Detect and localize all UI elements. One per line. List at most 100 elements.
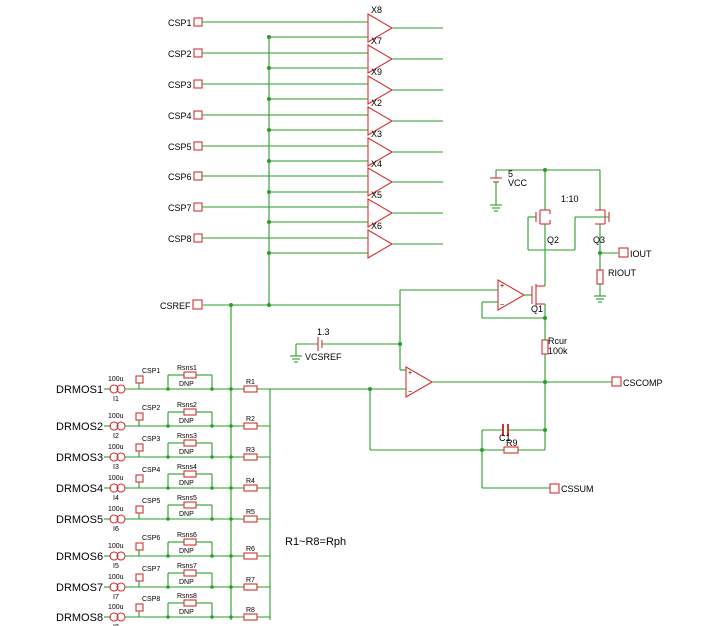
- vcc-supply: 5 VCC: [490, 169, 545, 212]
- feedback-network: C1 R9 CSSUM: [480, 424, 594, 494]
- dnp-label-8: DNP: [179, 609, 194, 616]
- csref-pin: [192, 299, 203, 310]
- csp-tap-label-2: CSP2: [142, 405, 160, 412]
- phase-resistor-label-1: R1: [246, 379, 255, 386]
- csp-input-label-1: CSP1: [168, 18, 192, 28]
- mirror-ratio: 1:10: [561, 194, 579, 204]
- source-label-7: I7: [113, 594, 119, 601]
- sense-resistor-label-7: Rsns7: [177, 563, 197, 570]
- source-label-2: I2: [113, 433, 119, 440]
- source-label-4: I4: [113, 495, 119, 502]
- cssum-pin: [549, 483, 560, 494]
- sense-resistor-1: [183, 371, 197, 379]
- csp-tap-pin-6: [135, 542, 144, 551]
- comparator-symbol-5: [367, 137, 394, 167]
- source-label-5: I6: [113, 526, 119, 533]
- drmos-label-7: DRMOS7: [56, 582, 103, 594]
- comparator-label-6: X4: [371, 159, 382, 169]
- source-value-6: 100u: [108, 543, 124, 550]
- comparator-label-8: X6: [371, 221, 382, 231]
- sense-resistor-label-2: Rsns2: [177, 402, 197, 409]
- phase-resistor-6: [243, 552, 258, 560]
- current-source-1: [109, 384, 119, 394]
- comparator-symbol-4: [367, 106, 394, 136]
- csp-input-pin-3: [193, 79, 203, 89]
- source-value-2: 100u: [108, 413, 124, 420]
- cscomp-amplifier: + − CSCOMP: [270, 366, 663, 451]
- riout-resistor: [596, 269, 604, 285]
- comparator-label-4: X2: [371, 98, 382, 108]
- csp-input-pin-8: [193, 233, 203, 243]
- sense-resistor-2: [183, 408, 197, 416]
- sense-resistor-8: [183, 599, 197, 607]
- sense-resistor-7: [183, 569, 197, 577]
- comparator-label-5: X3: [371, 129, 382, 139]
- phase-resistor-label-2: R2: [246, 416, 255, 423]
- csp-input-pin-2: [193, 48, 203, 58]
- drmos-label-4: DRMOS4: [56, 483, 103, 495]
- vcc-label: VCC: [508, 178, 528, 188]
- phase-resistor-label-3: R3: [246, 447, 255, 454]
- rcur-value: 100k: [548, 346, 568, 356]
- dnp-label-6: DNP: [179, 548, 194, 555]
- source-value-7: 100u: [108, 574, 124, 581]
- comparator-symbol-6: [367, 167, 394, 197]
- comparator-symbol-8: [367, 229, 394, 259]
- source-label-8: I8: [113, 624, 119, 626]
- current-source-5: [109, 514, 119, 524]
- csp-tap-label-1: CSP1: [142, 368, 160, 375]
- source-value-1: 100u: [108, 376, 124, 383]
- phase-resistor-label-4: R4: [246, 478, 255, 485]
- csp-tap-label-4: CSP4: [142, 467, 160, 474]
- dnp-label-2: DNP: [179, 418, 194, 425]
- sense-resistor-label-6: Rsns6: [177, 532, 197, 539]
- q1-transistor: [531, 284, 545, 306]
- csp-tap-pin-3: [135, 443, 144, 452]
- current-source-3: [109, 452, 119, 462]
- rcur-resistor: Rcur 100k: [541, 336, 568, 430]
- current-source-6: [109, 551, 119, 561]
- sense-resistor-3: [183, 439, 197, 447]
- dnp-label-4: DNP: [179, 480, 194, 487]
- csp-tap-pin-2: [135, 412, 144, 421]
- csp-input-label-8: CSP8: [168, 234, 192, 244]
- sense-resistor-label-3: Rsns3: [177, 433, 197, 440]
- csp-input-pin-6: [193, 171, 203, 181]
- svg-text:−: −: [408, 389, 412, 396]
- csp-input-label-4: CSP4: [168, 111, 192, 121]
- current-source-7: [109, 582, 119, 592]
- riout-label: RIOUT: [608, 268, 637, 278]
- csp-input-label-2: CSP2: [168, 49, 192, 59]
- csp-tap-label-3: CSP3: [142, 436, 160, 443]
- phase-resistor-label-5: R5: [246, 509, 255, 516]
- phase-resistor-3: [243, 453, 258, 461]
- cscomp-label: CSCOMP: [623, 378, 663, 388]
- dnp-label-3: DNP: [179, 449, 194, 456]
- comparator-label-2: X7: [371, 36, 382, 46]
- sense-resistor-label-1: Rsns1: [177, 365, 197, 372]
- dnp-label-1: DNP: [179, 381, 194, 388]
- comparator-label-1: X8: [371, 5, 382, 15]
- sense-resistor-label-4: Rsns4: [177, 464, 197, 471]
- drmos-label-6: DRMOS6: [56, 551, 103, 563]
- sense-resistor-label-5: Rsns5: [177, 495, 197, 502]
- phase-resistor-label-6: R6: [246, 546, 255, 553]
- sense-resistor-4: [183, 470, 197, 478]
- phase-resistor-7: [243, 583, 258, 591]
- csp-tap-pin-5: [135, 505, 144, 514]
- cscomp-pin: [611, 376, 622, 387]
- vcc-value: 5: [508, 169, 513, 179]
- dnp-label-7: DNP: [179, 579, 194, 586]
- vcsref-value: 1.3: [317, 327, 330, 337]
- csp-input-pin-1: [193, 17, 203, 27]
- sense-resistor-5: [183, 501, 197, 509]
- csp-tap-pin-7: [135, 573, 144, 582]
